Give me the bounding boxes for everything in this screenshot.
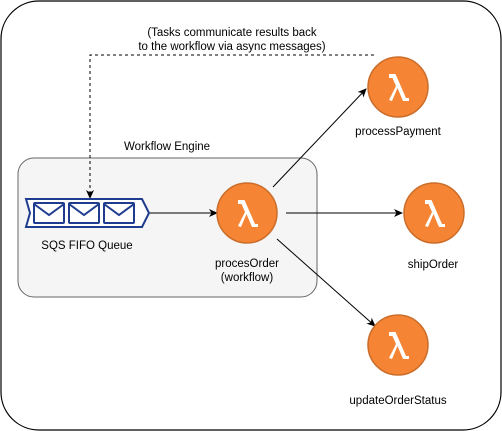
update-order-status-label: updateOrderStatus — [349, 395, 447, 407]
async-annotation-line-2: to the workflow via async messages) — [138, 41, 326, 53]
async-annotation-line-1: (Tasks communicate results back — [147, 27, 317, 39]
sqs-queue-label: SQS FIFO Queue — [41, 240, 133, 252]
lambda-icon — [216, 182, 278, 244]
process-order-to-status-arrow — [276, 238, 376, 327]
async-return-connector — [86, 54, 374, 199]
ship-order-label: shipOrder — [407, 259, 459, 271]
lambda-icon — [367, 314, 429, 376]
lambda-icon — [367, 56, 429, 118]
lambda-icon — [403, 182, 465, 244]
sqs-queue-icon — [24, 198, 151, 228]
process-order-to-payment-arrow — [272, 88, 367, 188]
process-order-label: procesOrder — [215, 258, 279, 270]
workflow-engine-label: Workflow Engine — [123, 141, 211, 153]
process-order-sublabel: (workflow) — [220, 272, 274, 284]
process-payment-label: processPayment — [355, 126, 441, 138]
